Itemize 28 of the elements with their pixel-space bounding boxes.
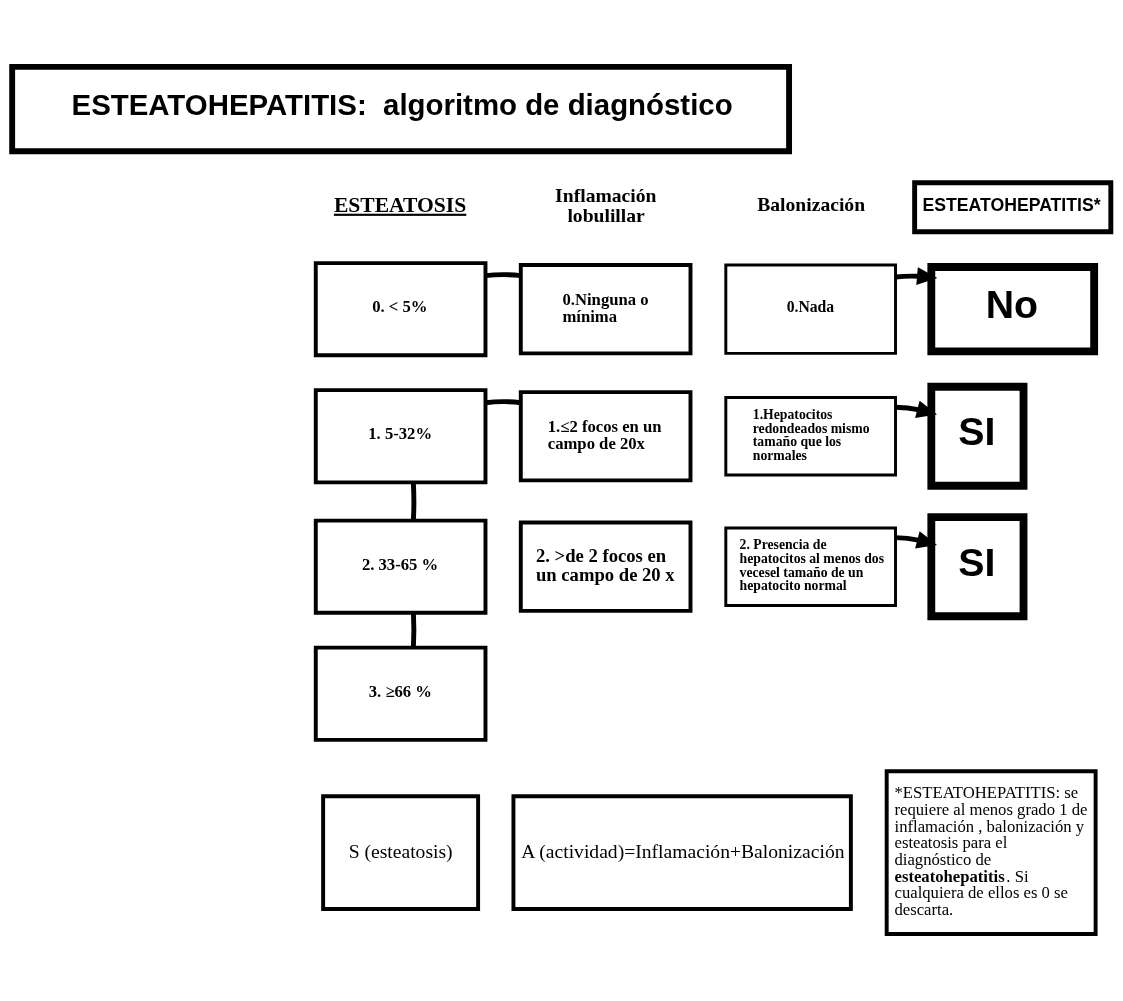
node-box: ESTEATOHEPATITIS* [912, 180, 1114, 235]
node-box: 0. < 5% [313, 261, 488, 358]
arrow [895, 267, 938, 285]
arrow [895, 531, 938, 549]
node-box: 2. >de 2 focos en un campo de 20 x [518, 520, 693, 613]
node-box: 1. 5-32% [313, 388, 488, 485]
node-box: ESTEATOHEPATITIS: algoritmo de diagnóstico [9, 63, 793, 155]
node-box: A (actividad)=Inflamación+Balonización [511, 794, 853, 911]
node-box: 0.Nada [724, 263, 897, 355]
node-box: SI [927, 382, 1028, 490]
node-box: *ESTEATOHEPATITIS: se requiere al menos grado 1 de inflamación , balonización y esteatosis para el diagnóstico de esteatohepatitis. Si cualquiera de ellos es 0 se descarta. [884, 769, 1098, 937]
arrow [895, 400, 938, 418]
node-box: 2. Presencia de hepatocitos al menos dos vecesel tamaño de un hepatocito normal [724, 526, 897, 607]
label: Inflamación lobulillar [555, 185, 657, 226]
connector [410, 612, 417, 648]
node-box: 1.≤2 focos en un campo de 20x [518, 390, 693, 483]
connector [485, 399, 521, 406]
connector [410, 482, 417, 521]
node-box: SI [927, 513, 1028, 621]
label: ESTEATOSIS [333, 192, 467, 217]
node-box: 2. 33-65 % [313, 518, 488, 615]
connector [485, 272, 521, 279]
node-box: 3. ≥66 % [313, 645, 488, 742]
node-box: No [927, 263, 1099, 356]
label: Balonización [757, 194, 866, 216]
node-box: 0.Ninguna o mínima [518, 263, 693, 356]
node-box: S (esteatosis) [321, 794, 481, 911]
node-box: 1.Hepatocitos redondeados mismo tamaño que los normales [724, 396, 897, 477]
